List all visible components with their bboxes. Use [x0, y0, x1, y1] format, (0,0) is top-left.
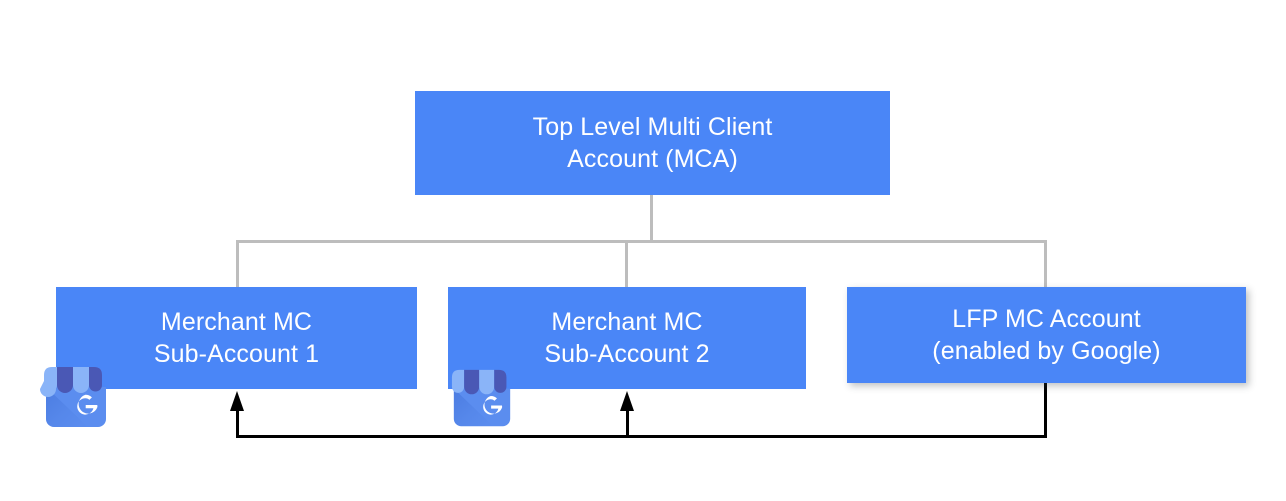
node-top-level-mca-line1: Top Level Multi Client — [532, 113, 773, 141]
node-merchant-sub-account-1-text: Merchant MC Sub-Account 1 — [56, 306, 417, 370]
node-top-level-mca-text: Top Level Multi Client Account (MCA) — [415, 111, 890, 175]
node-lfp-mc-account-text: LFP MC Account (enabled by Google) — [847, 303, 1246, 367]
node-top-level-mca-line2: Account (MCA) — [567, 145, 738, 173]
node-lfp-mc-account[interactable]: LFP MC Account (enabled by Google) — [847, 287, 1246, 383]
google-my-business-icon — [451, 369, 511, 427]
node-merchant-sub-account-1[interactable]: Merchant MC Sub-Account 1 — [56, 287, 417, 389]
node-merchant-sub-account-2-line2: Sub-Account 2 — [544, 340, 710, 368]
connector-drop-sub1 — [236, 240, 239, 288]
connector-drop-lfp — [1044, 240, 1047, 288]
connector-horizontal-bus — [236, 240, 1047, 243]
connector-drop-sub2 — [625, 240, 628, 288]
node-lfp-mc-account-line1: LFP MC Account — [952, 305, 1141, 333]
feedback-stem-sub2 — [626, 400, 629, 437]
node-merchant-sub-account-1-line2: Sub-Account 1 — [153, 340, 320, 368]
node-merchant-sub-account-1-line1: Merchant MC — [160, 308, 313, 336]
google-my-business-icon — [40, 366, 106, 427]
feedback-stem-sub1 — [236, 400, 239, 437]
feedback-arrowhead-sub1 — [230, 391, 244, 411]
connector-top-stem — [650, 195, 653, 243]
feedback-stem-lfp — [1044, 383, 1047, 437]
node-merchant-sub-account-2[interactable]: Merchant MC Sub-Account 2 — [448, 287, 806, 389]
node-top-level-mca[interactable]: Top Level Multi Client Account (MCA) — [415, 91, 890, 195]
feedback-horizontal-bus — [236, 435, 1047, 438]
node-merchant-sub-account-2-line1: Merchant MC — [551, 308, 703, 336]
node-lfp-mc-account-line2: (enabled by Google) — [932, 337, 1161, 365]
node-merchant-sub-account-2-text: Merchant MC Sub-Account 2 — [448, 306, 806, 370]
feedback-arrowhead-sub2 — [620, 391, 634, 411]
